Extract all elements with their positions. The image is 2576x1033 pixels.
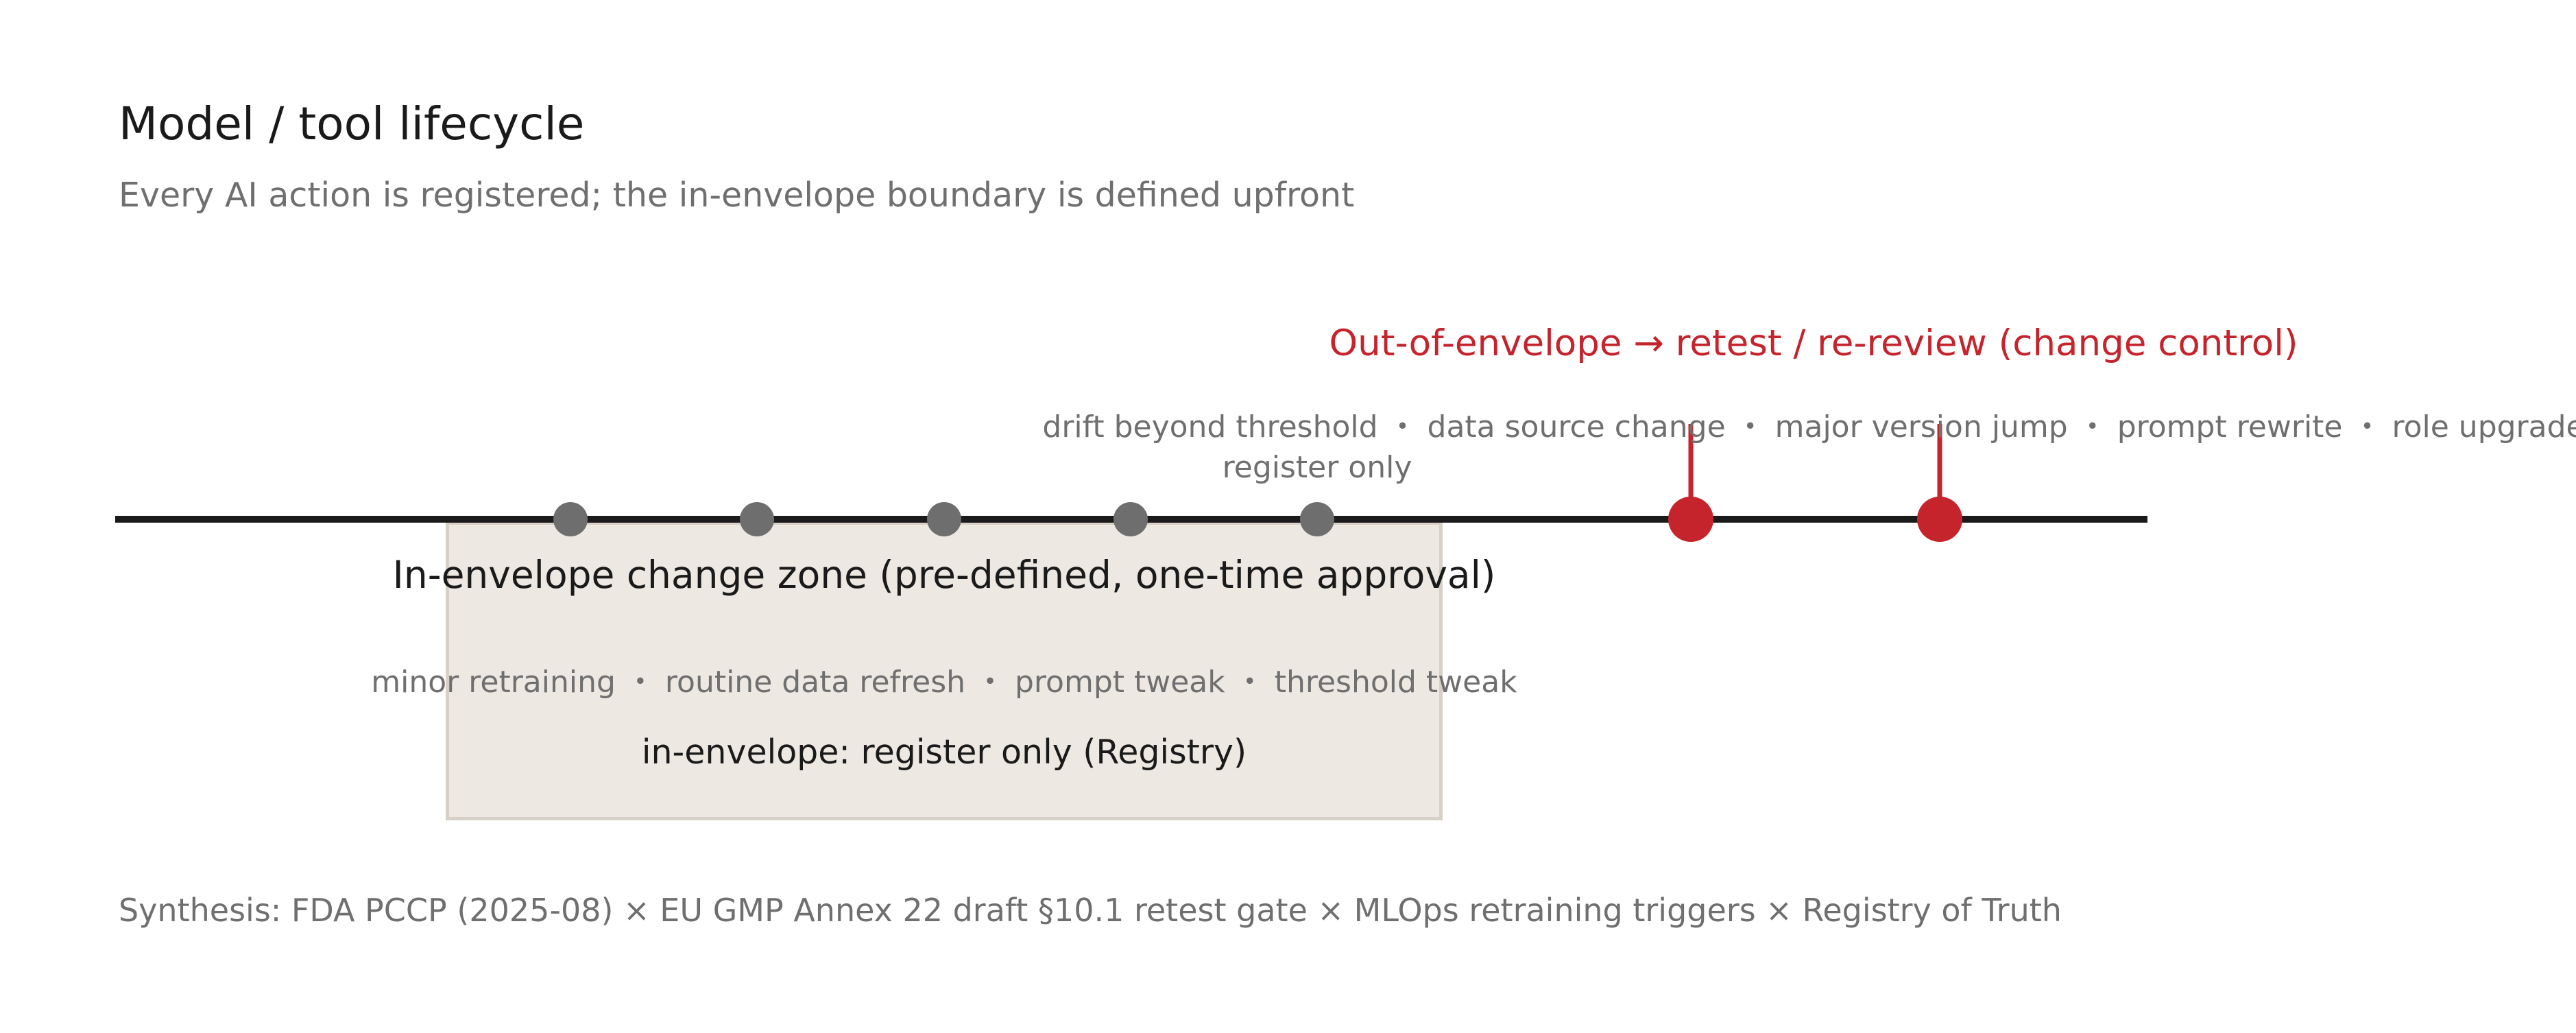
in-envelope-marker-4 xyxy=(1114,502,1148,536)
register-only-label: register only xyxy=(1222,450,1412,485)
out-of-envelope-marker-1 xyxy=(1668,497,1713,542)
in-envelope-marker-5 xyxy=(1300,502,1334,536)
in-envelope-marker-1 xyxy=(553,502,588,536)
out-of-envelope-marker-2 xyxy=(1917,497,1962,542)
diagram-subtitle: Every AI action is registered; the in-en… xyxy=(119,176,1355,215)
in-envelope-zone-title: In-envelope change zone (pre-defined, on… xyxy=(392,553,1496,597)
diagram-title: Model / tool lifecycle xyxy=(119,97,585,150)
in-envelope-marker-2 xyxy=(740,502,774,536)
out-of-envelope-triggers: drift beyond threshold ・ data source cha… xyxy=(1042,409,2576,444)
in-envelope-zone-box xyxy=(446,521,1443,820)
in-envelope-changes: minor retraining ・ routine data refresh … xyxy=(371,665,1517,700)
synthesis-footnote: Synthesis: FDA PCCP (2025-08) × EU GMP A… xyxy=(119,892,2062,929)
in-envelope-marker-3 xyxy=(927,502,961,536)
timeline-markers xyxy=(553,424,1962,542)
out-of-envelope-label: Out-of-envelope → retest / re-review (ch… xyxy=(1329,322,2298,364)
in-envelope-note: in-envelope: register only (Registry) xyxy=(641,733,1247,772)
